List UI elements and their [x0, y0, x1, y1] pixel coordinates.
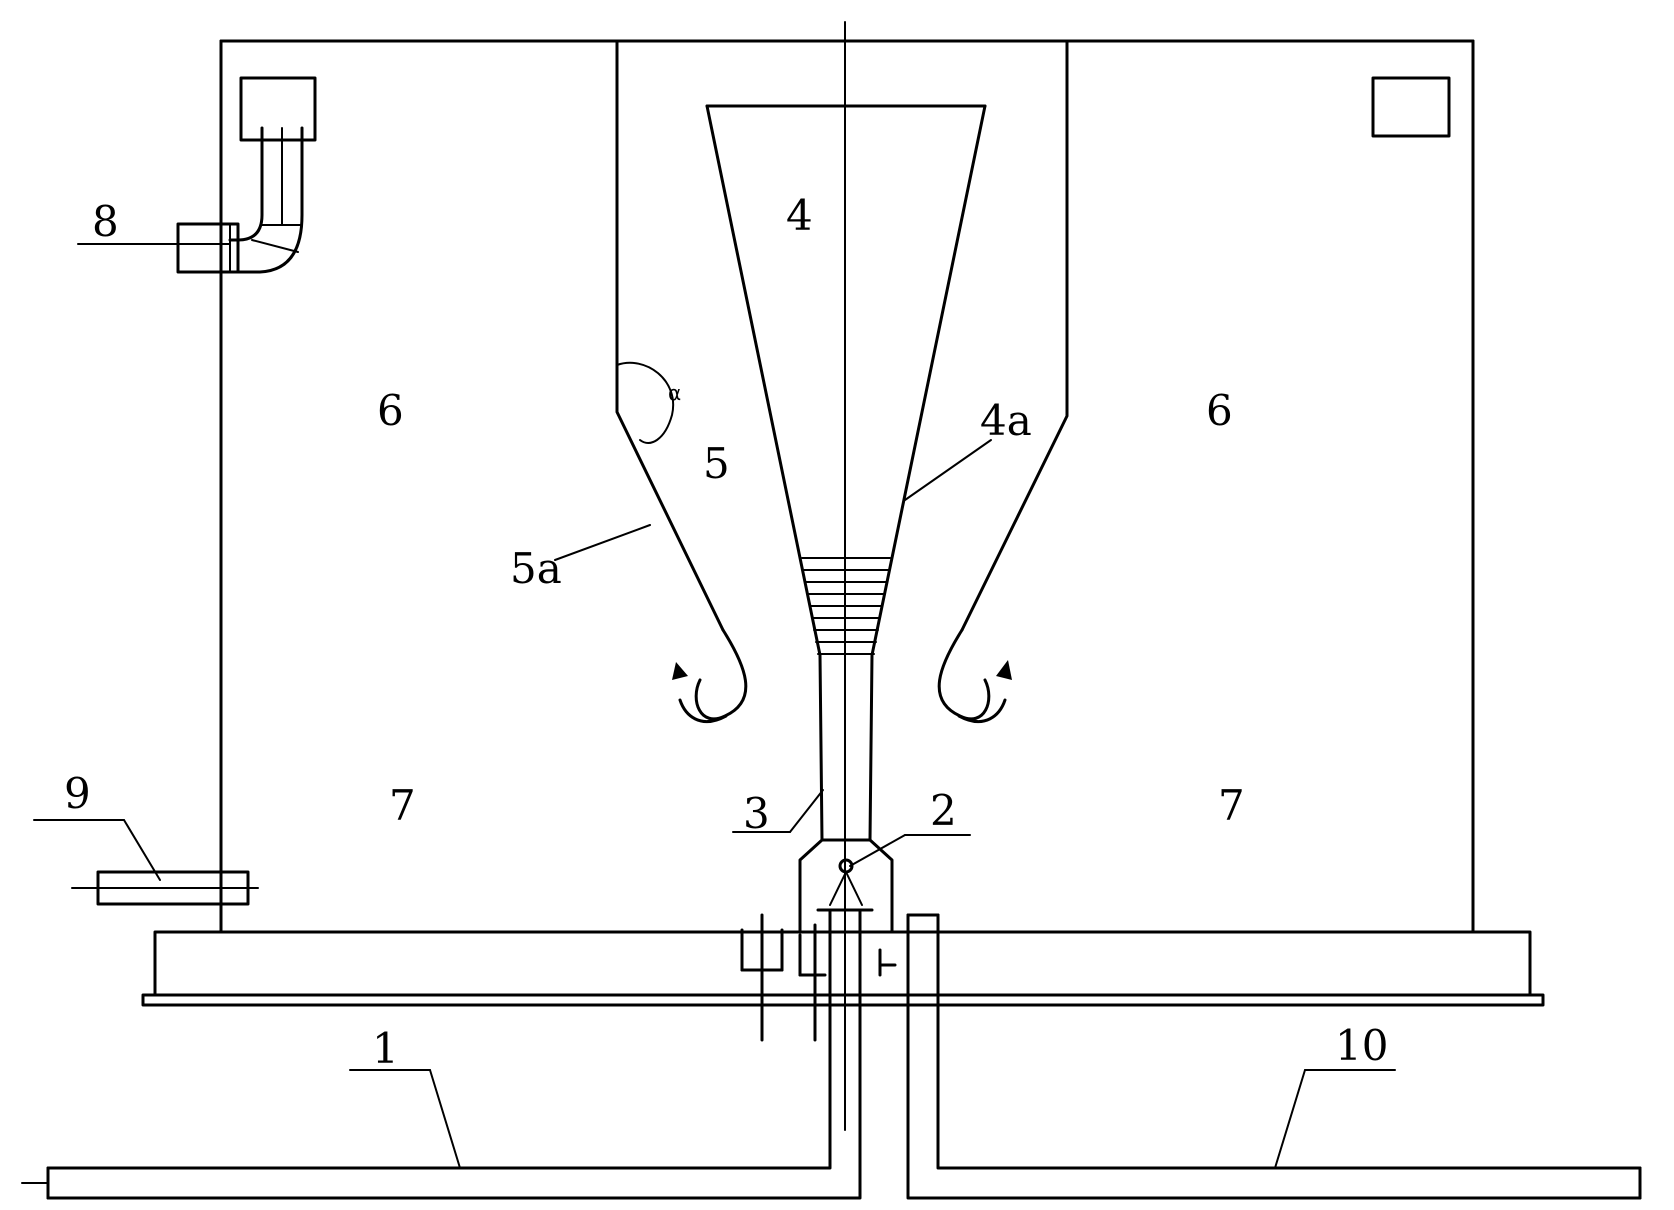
top-right-box	[1371, 76, 1451, 138]
outlet-pipe-10	[906, 913, 1642, 1200]
label-8: 8	[92, 197, 119, 246]
tank-outline	[219, 39, 1475, 934]
label-9: 9	[64, 769, 91, 818]
inner-baffle-right	[937, 39, 1069, 723]
label-4: 4	[786, 191, 813, 240]
base-plate	[141, 930, 1545, 1007]
base-fittings	[740, 913, 897, 1042]
label-7-left: 7	[389, 781, 416, 830]
label-6-left: 6	[377, 386, 404, 435]
nozzle-housing-2	[798, 838, 894, 934]
angle-mark: α	[668, 381, 681, 405]
label-7-right: 7	[1218, 781, 1245, 830]
pipe-9	[71, 870, 259, 906]
label-2: 2	[930, 786, 957, 835]
inner-baffle-5a	[615, 39, 748, 723]
leader-lines	[33, 243, 1396, 1169]
label-5: 5	[703, 439, 730, 488]
top-left-box	[239, 76, 317, 142]
label-1: 1	[372, 1024, 399, 1073]
label-3: 3	[743, 789, 770, 838]
label-5a: 5a	[510, 544, 562, 593]
cone-grid-lines	[801, 557, 891, 655]
angle-arc	[616, 361, 675, 444]
label-4a: 4a	[980, 396, 1032, 445]
cone-4	[705, 104, 987, 842]
feed-pipe-1	[21, 908, 862, 1200]
label-10: 10	[1335, 1021, 1388, 1070]
label-6-right: 6	[1206, 386, 1233, 435]
